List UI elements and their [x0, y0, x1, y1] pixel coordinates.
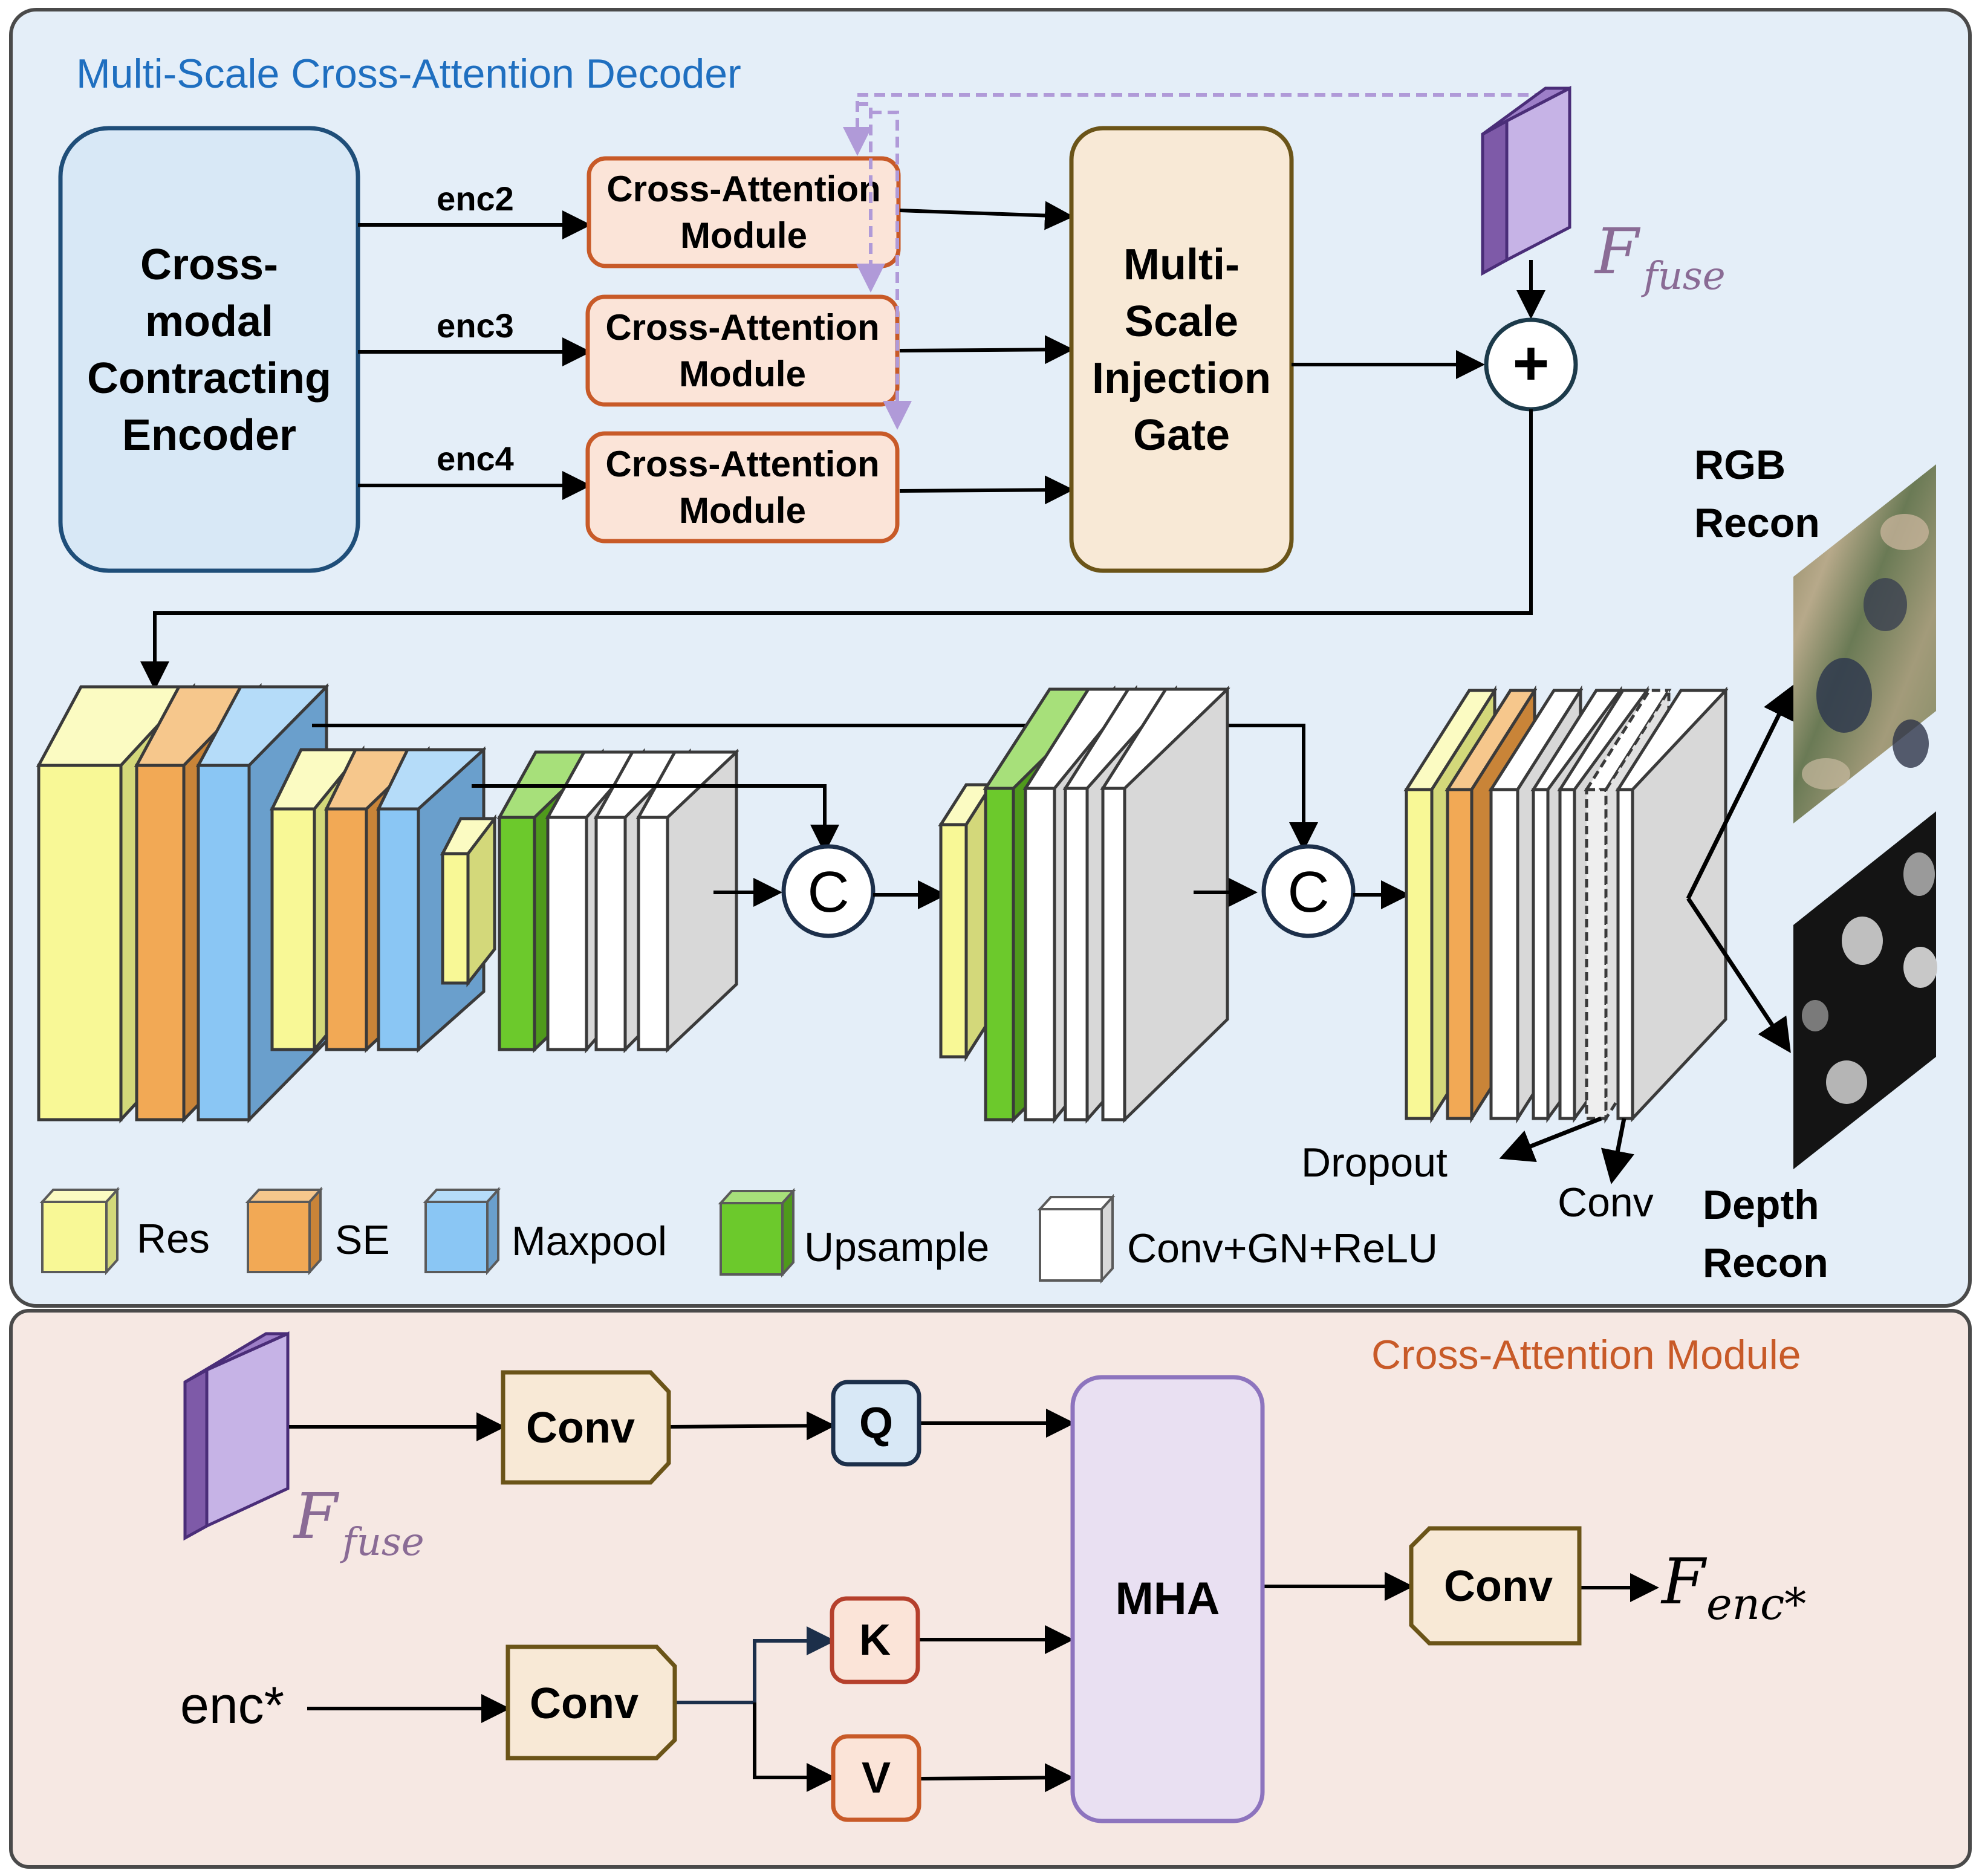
ffuse-label-sub: fuse — [1641, 254, 1726, 299]
concat-node-2 — [1261, 844, 1356, 938]
legend-se-label: SE — [335, 1217, 390, 1263]
legend-maxpool-label: Maxpool — [512, 1218, 667, 1264]
dropout-label: Dropout — [1301, 1140, 1448, 1186]
depth-recon-label-2: Recon — [1703, 1240, 1828, 1286]
stage3-small-block — [440, 814, 498, 988]
mha-label: MHA — [1115, 1573, 1220, 1624]
legend-res-label: Res — [137, 1216, 210, 1262]
k-label: K — [859, 1616, 891, 1664]
add-to-decoder-arrow — [140, 409, 1533, 690]
enc3-label: enc3 — [437, 307, 514, 345]
cross-attention-box-2: Cross-Attention Module — [585, 294, 900, 407]
enc2-label: enc2 — [437, 180, 514, 218]
enc4-label: enc4 — [437, 440, 514, 478]
legend-upsample-label: Upsample — [804, 1224, 989, 1270]
cam2-line1: Cross-Attention — [605, 307, 879, 348]
mha-block: MHA — [1070, 1375, 1265, 1823]
concat-node-1 — [781, 844, 876, 938]
module-title: Cross-Attention Module — [1371, 1332, 1801, 1378]
cam1-line1: Cross-Attention — [606, 169, 880, 209]
conv-out-label: Conv — [1444, 1562, 1553, 1611]
cross-attention-box-3: Cross-Attention Module — [585, 431, 900, 544]
decoder-panel: Multi-Scale Cross-Attention Decoder Cros… — [9, 8, 1972, 1308]
gate-line2: Scale — [1125, 297, 1238, 346]
module-ffuse-main: F — [293, 1479, 340, 1553]
skip-connection-2 — [312, 724, 1318, 851]
skip-connection-1 — [472, 784, 839, 854]
ffuse-feature-block — [1481, 85, 1571, 276]
encoder-label-line4: Encoder — [122, 411, 296, 459]
module-ffuse-block — [183, 1331, 290, 1541]
q-label: Q — [859, 1399, 893, 1447]
output-f-main: F — [1660, 1545, 1708, 1618]
output-arrows — [1499, 684, 1795, 1184]
concat-symbol-1: C — [807, 860, 849, 924]
depth-recon-image — [1793, 811, 1937, 1169]
v-label: V — [862, 1754, 891, 1802]
legend-upsample-swatch — [718, 1187, 796, 1278]
module-ffuse-sub: fuse — [340, 1520, 424, 1565]
k-box: K — [830, 1596, 920, 1684]
cross-attention-module-panel: Cross-Attention Module F fuse Conv — [9, 1309, 1972, 1869]
legend-maxpool-swatch — [423, 1186, 501, 1276]
encoder-label-line2: modal — [145, 297, 273, 346]
contracting-encoder: Cross- modal Contracting Encoder — [58, 126, 360, 573]
conv-out-box: Conv — [1409, 1526, 1582, 1646]
add-symbol: + — [1513, 328, 1550, 398]
cross-attention-box-1: Cross-Attention Module — [587, 156, 901, 268]
conv-small-label: Conv — [1558, 1180, 1654, 1225]
rgb-recon-label-1: RGB — [1694, 442, 1786, 488]
gate-line3: Injection — [1092, 354, 1271, 403]
gate-line4: Gate — [1133, 411, 1230, 459]
encoder-label-line3: Contracting — [87, 354, 331, 403]
module-arrows — [289, 1409, 1659, 1793]
cam3-line1: Cross-Attention — [605, 444, 879, 484]
v-box: V — [831, 1734, 921, 1822]
cam1-line2: Module — [680, 215, 807, 256]
conv-kv-box: Conv — [505, 1644, 677, 1761]
encoder-outputs — [358, 210, 591, 500]
decoder-title: Multi-Scale Cross-Attention Decoder — [76, 51, 741, 97]
legend-conv-gn-relu-swatch — [1037, 1193, 1116, 1284]
gate-line1: Multi- — [1123, 241, 1240, 289]
stage5-blocks — [1403, 685, 1729, 1124]
concat-symbol-2: C — [1287, 860, 1329, 924]
stage2-blocks — [269, 745, 487, 1054]
legend-res-swatch — [39, 1186, 120, 1276]
encoder-label-line1: Cross- — [140, 241, 278, 289]
ffuse-label-main: F — [1594, 215, 1641, 288]
ffuse-dashed-routes — [843, 93, 1545, 430]
depth-recon-label-1: Depth — [1703, 1182, 1819, 1228]
stage4-blocks — [938, 684, 1230, 1125]
conv-kv-label: Conv — [530, 1680, 639, 1728]
cam2-line2: Module — [679, 354, 806, 394]
enc-star-input: enc* — [180, 1676, 284, 1735]
q-box: Q — [831, 1380, 921, 1467]
rgb-recon-label-2: Recon — [1694, 500, 1820, 546]
stage3-up-blocks — [496, 748, 739, 1054]
multi-scale-injection-gate: Multi- Scale Injection Gate — [1069, 126, 1294, 573]
conv-q-label: Conv — [526, 1404, 635, 1452]
legend-se-swatch — [245, 1186, 323, 1276]
cam-to-gate-arrows — [899, 201, 1074, 505]
legend-conv-gn-relu-label: Conv+GN+ReLU — [1127, 1225, 1438, 1271]
output-f-sub: enc* — [1706, 1579, 1806, 1629]
cam3-line2: Module — [679, 490, 806, 531]
rgb-recon-image — [1793, 464, 1936, 823]
conv-q-box: Conv — [501, 1370, 671, 1485]
legend — [39, 1186, 1116, 1284]
